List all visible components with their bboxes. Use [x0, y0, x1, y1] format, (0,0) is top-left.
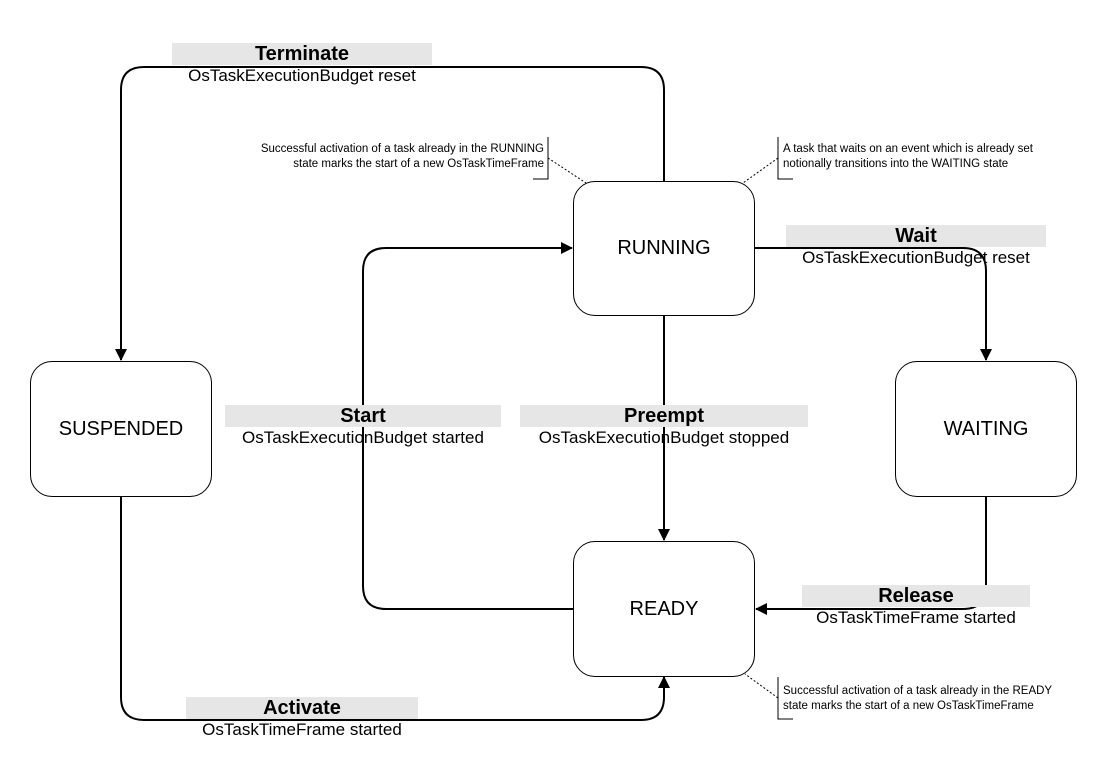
terminate-arrow	[115, 66, 665, 361]
release-label: Release OsTaskTimeFrame started	[802, 585, 1030, 629]
waiting-event-note: A task that waits on an event which is a…	[783, 142, 1103, 172]
ready-note-connector	[744, 673, 779, 699]
ready-note-bracket	[777, 677, 793, 720]
waiting-event-note-line2: notionally transitions into the WAITING …	[783, 158, 1009, 170]
waiting-note-connector	[742, 157, 779, 184]
ready-activation-note-line2: state marks the start of a new OsTaskTim…	[783, 700, 1034, 712]
waiting-note-bracket	[777, 137, 793, 180]
preempt-subtitle: OsTaskExecutionBudget stopped	[538, 428, 790, 447]
start-title: Start	[225, 405, 501, 427]
wait-subtitle: OsTaskExecutionBudget reset	[802, 248, 1030, 267]
start-arrow	[362, 242, 574, 610]
release-title: Release	[802, 585, 1030, 607]
ready-activation-note-line1: Successful activation of a task already …	[783, 685, 1053, 697]
running-activation-note-line2: state marks the start of a new OsTaskTim…	[293, 158, 544, 170]
wait-arrow	[755, 247, 992, 361]
start-subtitle: OsTaskExecutionBudget started	[242, 428, 484, 447]
activate-arrow	[120, 497, 670, 721]
terminate-label: Terminate OsTaskExecutionBudget reset	[172, 43, 432, 87]
state-running-label: RUNNING	[617, 237, 711, 259]
ready-activation-note: Successful activation of a task already …	[783, 684, 1113, 714]
running-activation-note-line1: Successful activation of a task already …	[260, 143, 544, 155]
state-ready: READY	[573, 541, 755, 677]
waiting-event-note-line1: A task that waits on an event which is a…	[783, 143, 1033, 155]
state-suspended: SUSPENDED	[30, 361, 212, 497]
terminate-title: Terminate	[172, 43, 432, 65]
start-label: Start OsTaskExecutionBudget started	[225, 405, 501, 449]
activate-label: Activate OsTaskTimeFrame started	[186, 697, 418, 741]
release-subtitle: OsTaskTimeFrame started	[816, 608, 1016, 627]
running-note-bracket	[533, 137, 549, 180]
state-waiting-label: WAITING	[943, 417, 1029, 440]
state-running: RUNNING	[573, 181, 755, 316]
state-waiting: WAITING	[895, 361, 1077, 497]
wait-label: Wait OsTaskExecutionBudget reset	[786, 225, 1046, 269]
terminate-subtitle: OsTaskExecutionBudget reset	[188, 66, 416, 85]
running-note-connector	[547, 157, 587, 184]
state-suspended-label: SUSPENDED	[58, 417, 184, 440]
wait-title: Wait	[786, 225, 1046, 247]
state-ready-label: READY	[629, 597, 699, 620]
preempt-title: Preempt	[520, 405, 808, 427]
preempt-label: Preempt OsTaskExecutionBudget stopped	[520, 405, 808, 449]
running-activation-note: Successful activation of a task already …	[196, 142, 544, 172]
activate-title: Activate	[186, 697, 418, 719]
activate-subtitle: OsTaskTimeFrame started	[202, 720, 402, 739]
